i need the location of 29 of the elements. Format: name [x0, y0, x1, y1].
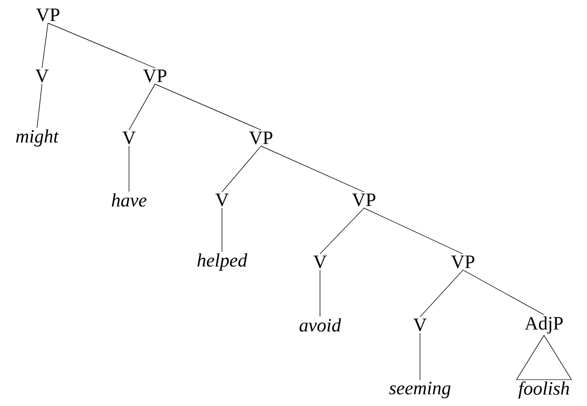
category-label: V	[413, 318, 427, 332]
category-label: VP	[352, 194, 376, 206]
category-label: VP	[143, 70, 166, 82]
tree-branch	[42, 22, 48, 68]
tree-branch	[154, 84, 262, 130]
tree-branch	[364, 208, 464, 254]
tree-branch	[420, 270, 464, 318]
category-label: VP	[36, 8, 60, 22]
tree-branch	[222, 146, 262, 192]
tree-branch	[128, 84, 156, 130]
word-label: might	[16, 129, 59, 147]
category-label: AdjP	[524, 316, 563, 334]
category-label: VP	[451, 256, 474, 268]
tree-branch	[462, 270, 544, 316]
word-label: foolish	[518, 381, 569, 399]
category-label: V	[35, 70, 49, 82]
category-label: V	[313, 256, 327, 268]
category-label: VP	[249, 132, 272, 144]
word-label: avoid	[300, 318, 342, 332]
tree-branch	[260, 146, 364, 192]
word-label: have	[112, 193, 146, 207]
tree-branch	[320, 208, 364, 254]
tree-branch	[36, 84, 42, 128]
tree-branch	[128, 146, 130, 192]
tree-branch	[48, 22, 156, 68]
category-label: V	[215, 194, 229, 206]
category-label: V	[122, 132, 136, 144]
word-label: helped	[197, 253, 248, 271]
word-label: seeming	[389, 382, 450, 398]
